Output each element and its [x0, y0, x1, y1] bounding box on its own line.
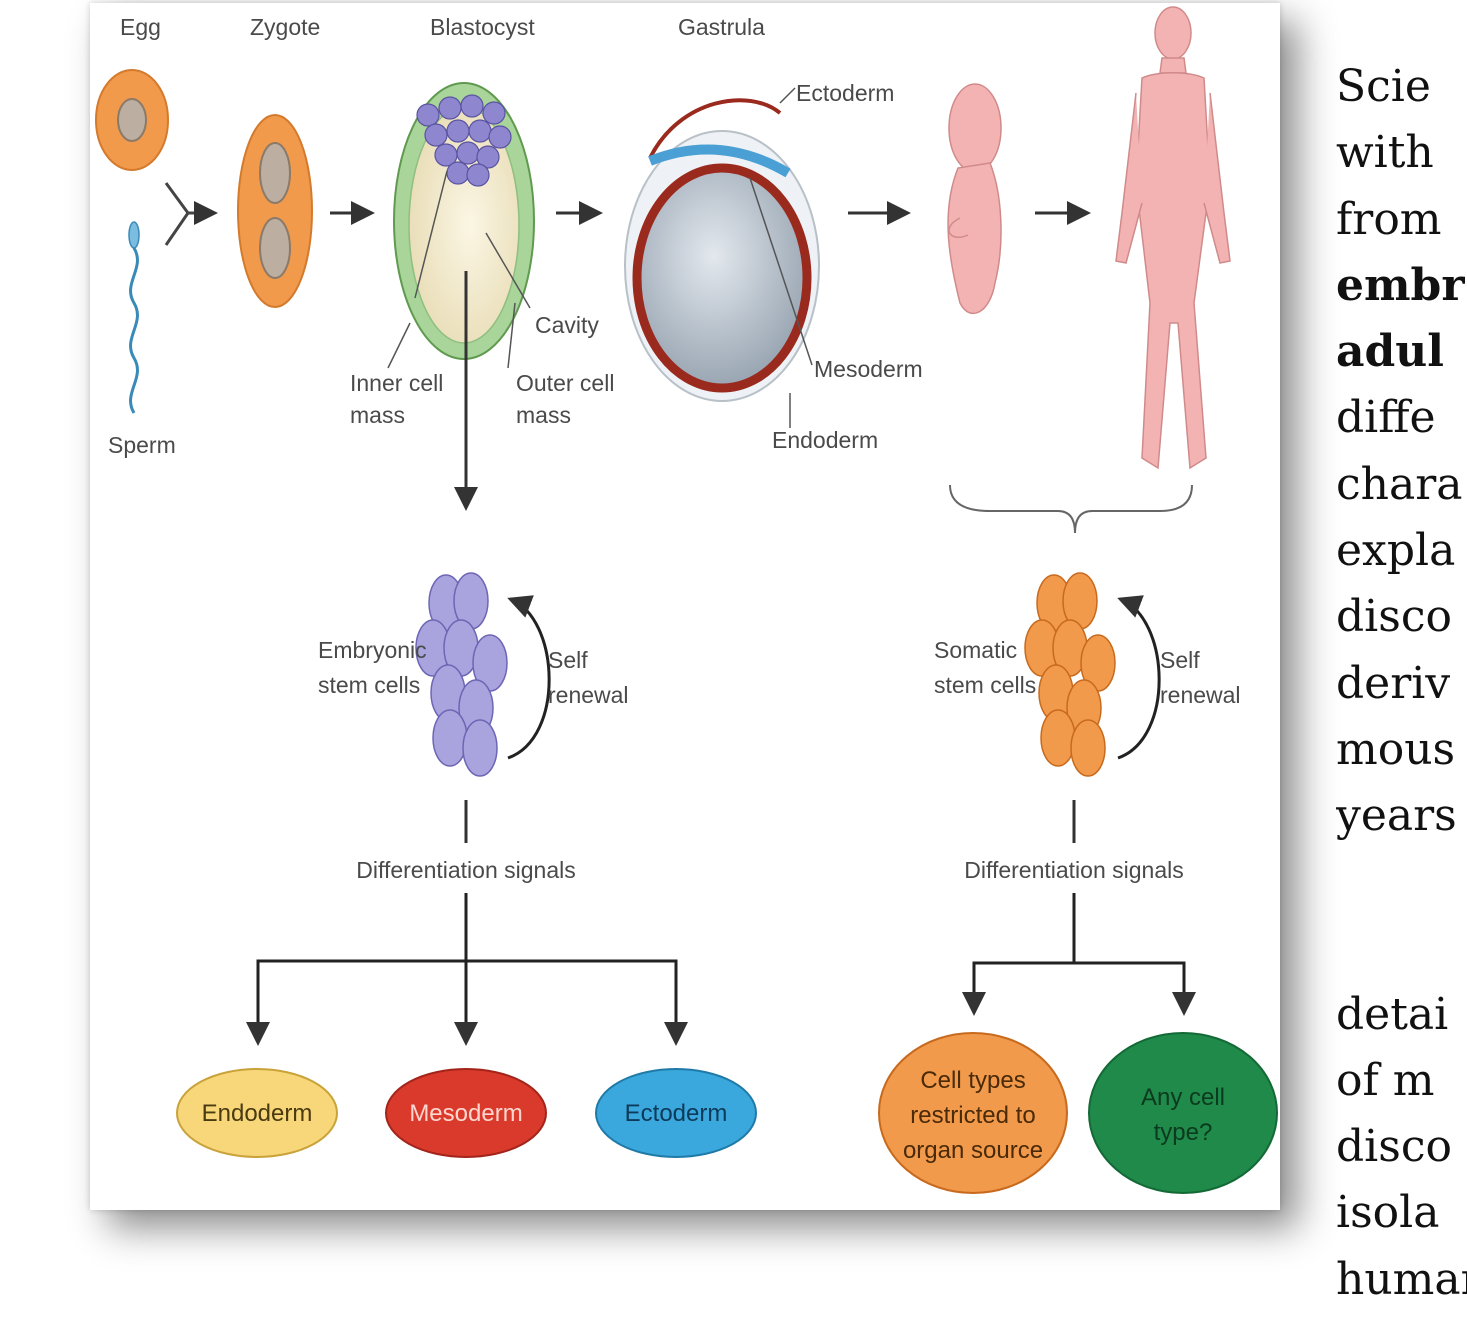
side-text-column: Scie with from embr adul diffe chara exp…: [1336, 54, 1467, 1325]
outer-cell-mass-label-1: Outer cell: [516, 370, 614, 396]
side-text-line: mous: [1336, 723, 1456, 775]
side-text-line-bold: adul: [1336, 326, 1444, 378]
blastocyst-label: Blastocyst: [430, 14, 535, 40]
gastrula-ectoderm-label: Ectoderm: [796, 80, 894, 106]
side-text-line: Scie: [1336, 61, 1431, 112]
endoderm-outcome: Endoderm: [176, 1068, 338, 1158]
adult-figure: [1115, 6, 1231, 470]
somatic-self-renewal-arrow: [1117, 595, 1161, 760]
stem-cell-diagram: Egg Zygote Blastocyst Gastrula Sperm Ca: [90, 3, 1280, 1210]
any-cell-type-outcome: Any cell type?: [1088, 1032, 1278, 1194]
side-text-line-bold: embr: [1336, 259, 1465, 311]
zygote-cell: [237, 114, 313, 308]
somatic-self-renewal-label-1: Self: [1160, 647, 1200, 673]
gastrula-label: Gastrula: [678, 14, 765, 40]
side-text-line: of m: [1336, 1054, 1435, 1106]
restricted-label-3: organ source: [903, 1137, 1043, 1164]
inner-cell-mass-label-2: mass: [350, 402, 405, 428]
sperm-cell: [128, 221, 140, 414]
side-text-line: disco: [1336, 1121, 1452, 1173]
side-text-gap: [1336, 850, 1467, 982]
blastocyst: [387, 82, 535, 369]
outer-cell-mass-label-2: mass: [516, 402, 571, 428]
ectoderm-outcome-label: Ectoderm: [625, 1100, 728, 1127]
gastrula-mesoderm-label: Mesoderm: [814, 356, 923, 382]
esc-label-1: Embryonic: [318, 637, 427, 663]
somatic-self-renewal-label-2: renewal: [1160, 682, 1241, 708]
any-cell-label-1: Any cell: [1141, 1084, 1225, 1111]
any-cell-label-2: type?: [1154, 1119, 1213, 1146]
fertilization-arrow: [164, 182, 215, 246]
side-text-line: with: [1336, 127, 1434, 179]
esc-self-renewal-arrow: [507, 595, 551, 760]
side-text-line: disco: [1336, 591, 1452, 643]
side-text-line: deriv: [1336, 657, 1451, 709]
esc-self-renewal-label-1: Self: [548, 647, 588, 673]
mesoderm-outcome: Mesoderm: [385, 1068, 547, 1158]
side-text-line: chara: [1336, 458, 1463, 510]
esc-label-2: stem cells: [318, 672, 420, 698]
embryonic-stem-cell-cluster: [415, 572, 508, 777]
cavity-label: Cavity: [535, 312, 599, 338]
egg-label: Egg: [120, 14, 161, 40]
restricted-cell-types-outcome: Cell types restricted to organ source: [878, 1032, 1068, 1194]
side-text-line: years: [1336, 790, 1457, 842]
mesoderm-outcome-label: Mesoderm: [409, 1100, 522, 1127]
somatic-stem-cell-cluster: [1024, 572, 1116, 777]
esc-branch-bar: [256, 959, 678, 1043]
endoderm-outcome-label: Endoderm: [202, 1100, 313, 1127]
gastrula: [624, 87, 820, 428]
sperm-label: Sperm: [108, 432, 176, 458]
inner-cell-mass-label-1: Inner cell: [350, 370, 443, 396]
side-text-line: expla: [1336, 525, 1456, 577]
somatic-differentiation-signals-label: Differentiation signals: [964, 857, 1183, 883]
egg-cell: [95, 69, 169, 171]
side-text-line: human: [1336, 1253, 1467, 1305]
somatic-branch-bar: [972, 961, 1186, 1013]
side-text-line: from: [1336, 193, 1442, 245]
side-text-line: detai: [1336, 988, 1449, 1040]
adult-brace: [949, 484, 1193, 534]
somatic-label-2: stem cells: [934, 672, 1036, 698]
side-text-line: diffe: [1336, 392, 1436, 444]
zygote-label: Zygote: [250, 14, 320, 40]
diagram-canvas: Egg Zygote Blastocyst Gastrula Sperm Ca: [95, 6, 1278, 1194]
esc-self-renewal-label-2: renewal: [548, 682, 629, 708]
restricted-label-1: Cell types: [920, 1067, 1025, 1094]
fetus-figure: [947, 83, 1002, 315]
esc-differentiation-signals-label: Differentiation signals: [356, 857, 575, 883]
ectoderm-outcome: Ectoderm: [595, 1068, 757, 1158]
gastrula-endoderm-label: Endoderm: [772, 427, 878, 453]
somatic-label-1: Somatic: [934, 637, 1017, 663]
restricted-label-2: restricted to: [910, 1102, 1035, 1129]
side-text-line: isola: [1336, 1187, 1440, 1239]
